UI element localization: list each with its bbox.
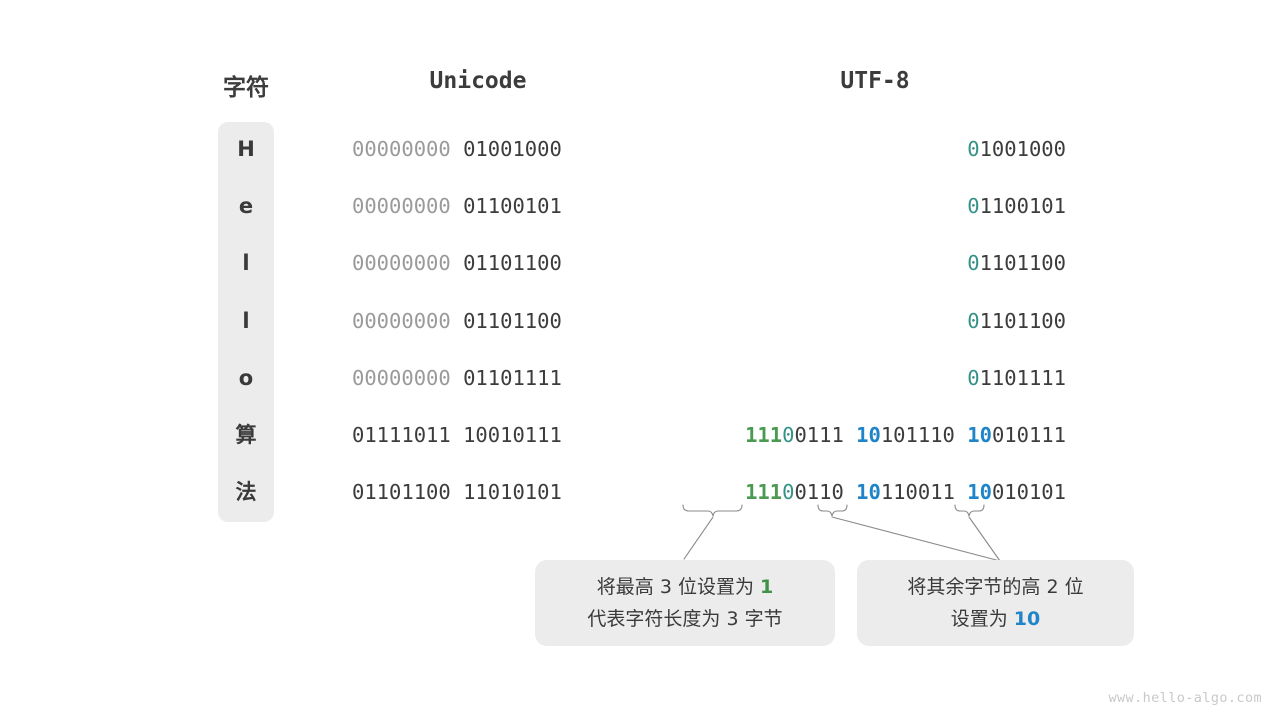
utf8-bits: 01101111	[967, 365, 1066, 391]
callout-right-text-a: 设置为	[950, 608, 1014, 630]
utf8-payload-bits: 1101100	[979, 308, 1066, 333]
utf8-marker-terminator-bit: 0	[782, 423, 795, 447]
callout-right-keyword: 10	[1013, 608, 1041, 630]
unicode-high-byte: 00000000	[352, 308, 451, 333]
unicode-low-byte: 01101100	[463, 308, 562, 333]
utf8-marker-bits: 10	[967, 423, 992, 447]
utf8-marker-bits: 0	[967, 365, 980, 390]
callout-left-text-b: 位设置为	[671, 576, 760, 598]
utf8-marker-bits: 111	[745, 480, 783, 505]
character-cell: l	[242, 308, 250, 333]
utf8-marker-terminator-bit: 0	[782, 480, 795, 505]
utf8-marker-bits: 10	[856, 480, 881, 505]
unicode-bits: 01111011 10010111	[352, 422, 562, 448]
utf8-bits: 01101100	[967, 250, 1066, 276]
utf8-bits: 01101100	[967, 308, 1066, 334]
callout-left-line-2: 代表字符长度为 3 字节	[587, 608, 783, 630]
column-header-unicode: Unicode	[429, 68, 527, 94]
unicode-bits: 00000000 01001000	[352, 136, 562, 162]
utf8-payload-bits: 110011	[880, 480, 955, 505]
unicode-low-byte: 01111011 10010111	[352, 423, 562, 447]
callout-left-number: 3	[659, 576, 672, 598]
utf8-marker-bits: 0	[967, 137, 980, 161]
utf8-marker-bits: 0	[967, 251, 980, 276]
watermark: www.hello-algo.com	[1108, 690, 1262, 706]
column-header-character: 字符	[223, 75, 269, 101]
character-cell: l	[242, 251, 250, 276]
callout-left-line-1: 将最高 3 位设置为 1	[597, 571, 773, 603]
callout-right-line-1: 将其余字节的高 2 位	[907, 576, 1084, 598]
utf8-payload-bits: 010111	[991, 423, 1066, 447]
character-cell: o	[238, 365, 254, 390]
unicode-high-byte: 00000000	[352, 194, 451, 219]
utf8-bits: 01001000	[967, 136, 1066, 162]
utf8-payload-bits: 010101	[991, 480, 1066, 505]
character-cell: H	[237, 137, 255, 161]
utf8-marker-bits: 0	[967, 194, 980, 219]
utf8-payload-bits: 0111	[794, 423, 844, 447]
character-cell: 法	[235, 480, 257, 505]
unicode-high-byte: 00000000	[352, 251, 451, 276]
utf8-payload-bits: 0110	[794, 480, 844, 505]
callout-right-line-2: 设置为 10	[951, 603, 1041, 635]
callout-left-keyword: 1	[760, 576, 774, 598]
utf8-marker-bits: 10	[967, 480, 992, 505]
callout-left-text-a: 将最高	[596, 576, 660, 598]
unicode-low-byte: 01101100	[463, 251, 562, 276]
unicode-bits: 00000000 01101100	[352, 308, 562, 334]
unicode-bits: 00000000 01101100	[352, 250, 562, 276]
utf8-payload-bits: 1100101	[979, 194, 1066, 219]
utf8-bits: 11100110 10110011 10010101	[745, 479, 1066, 505]
unicode-bits: 00000000 01101111	[352, 365, 562, 391]
utf8-bits: 11100111 10101110 10010111	[745, 422, 1066, 448]
utf8-marker-bits: 10	[856, 423, 881, 447]
column-header-utf8: UTF-8	[840, 68, 910, 94]
utf8-payload-bits: 101110	[880, 423, 955, 447]
utf8-marker-bits: 0	[967, 308, 980, 333]
utf8-payload-bits: 1101111	[979, 365, 1066, 390]
unicode-low-byte: 01100101	[463, 194, 562, 219]
utf8-marker-bits: 111	[745, 423, 783, 447]
unicode-low-byte: 01101100 11010101	[352, 480, 562, 505]
unicode-high-byte: 00000000	[352, 137, 451, 161]
unicode-bits: 00000000 01100101	[352, 193, 562, 219]
character-cell: e	[238, 194, 254, 219]
utf8-bits: 01100101	[967, 193, 1066, 219]
unicode-high-byte: 00000000	[352, 365, 451, 390]
unicode-bits: 01101100 11010101	[352, 479, 562, 505]
utf8-payload-bits: 1001000	[979, 137, 1066, 161]
unicode-low-byte: 01101111	[463, 365, 562, 390]
unicode-low-byte: 01001000	[463, 137, 562, 161]
character-cell: 算	[235, 423, 257, 447]
utf8-payload-bits: 1101100	[979, 251, 1066, 276]
callout-leading-bits: 将最高 3 位设置为 1 代表字符长度为 3 字节	[535, 560, 835, 646]
callout-continuation-bits: 将其余字节的高 2 位 设置为 10	[857, 560, 1134, 646]
